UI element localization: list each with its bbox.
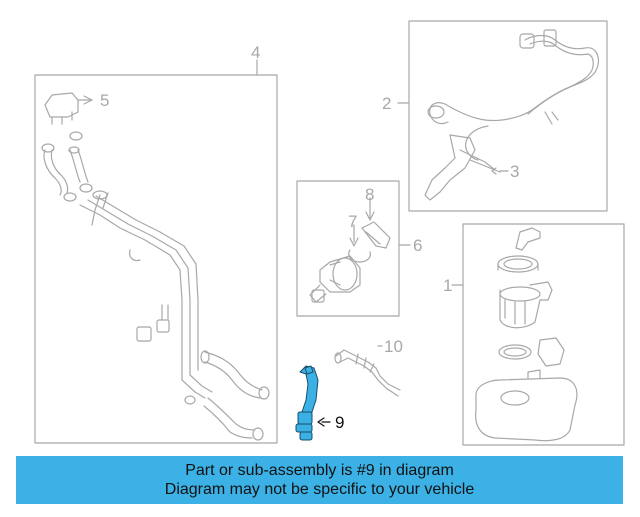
part-9-hose [295, 365, 319, 441]
callout-9-highlighted: 9 [335, 413, 345, 432]
banner-line-disclaimer: Diagram may not be specific to your vehi… [164, 481, 475, 498]
group-box-4 [34, 59, 278, 444]
callout-5: 5 [100, 91, 110, 110]
callout-2: 2 [382, 94, 392, 113]
callout-9-arrow [317, 417, 325, 427]
group-box-1 [451, 223, 625, 446]
group-box-2 [397, 20, 608, 212]
callout-7: 7 [348, 212, 358, 231]
callout-3-arrow [491, 167, 497, 175]
callout-1: 1 [443, 276, 453, 295]
sensor-5 [44, 92, 93, 125]
info-banner: Part or sub-assembly is #9 in diagram Di… [16, 456, 623, 504]
group-box-6 [296, 180, 411, 317]
callout-4: 4 [251, 43, 261, 62]
callout-3: 3 [510, 162, 520, 181]
part-10-hose [334, 345, 401, 397]
callout-8: 8 [365, 185, 375, 204]
banner-line-part: Part or sub-assembly is #9 in diagram [185, 462, 454, 479]
callout-10: 10 [384, 337, 403, 356]
callout-6: 6 [413, 236, 423, 255]
